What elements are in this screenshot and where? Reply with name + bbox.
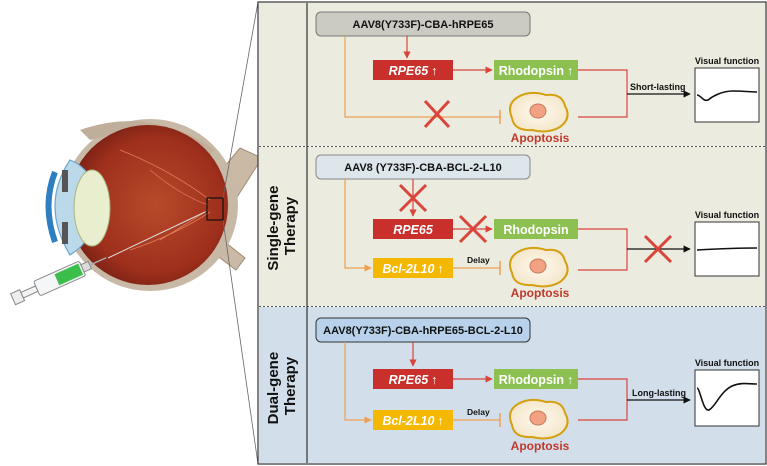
rhodopsin-label-3: Rhodopsin: [499, 373, 564, 387]
cross-mark-1: [423, 99, 451, 129]
rhodopsin-label-1: Rhodopsin: [499, 64, 564, 78]
bcl-box-2: [373, 258, 453, 278]
visual-function-plot-3: [694, 369, 760, 427]
rpe65-box-1: [373, 60, 453, 80]
apoptosis-label-1: Apoptosis: [511, 131, 570, 145]
eye-illustration: [45, 1, 263, 465]
effect-label-3: Long-lasting: [632, 388, 686, 398]
svg-text:Rhodopsin↑: Rhodopsin↑: [499, 64, 574, 78]
svg-text:Rhodopsin↑: Rhodopsin↑: [499, 373, 574, 387]
bcl-box-3: [373, 410, 453, 430]
rpe65-label-1: RPE65: [389, 64, 430, 78]
apoptotic-cell-icon-2: [509, 246, 569, 288]
delay-label-2: Delay: [467, 255, 490, 265]
rpe65-box-2: [373, 219, 453, 239]
section-label-single: Single-gene Therapy: [265, 181, 299, 270]
cross-mark-2b: [458, 214, 488, 244]
vector-label-1: AAV8(Y733F)-CBA-hRPE65: [353, 19, 494, 31]
visual-function-plot-1: [694, 67, 760, 123]
bcl-label-2: Bcl-2L10: [382, 262, 434, 276]
delay-label-3: Delay: [467, 407, 490, 417]
syringe-icon: [9, 257, 107, 306]
effect-label-1: Short-lasting: [630, 82, 686, 92]
panel-dual: AAV8(Y733F)-CBA-hRPE65-BCL-2-L10 RPE65↑ …: [315, 317, 760, 453]
rpe65-box-3: [373, 369, 453, 389]
apoptotic-cell-icon-1: [509, 91, 569, 133]
vector-box-3: [315, 317, 531, 343]
visual-function-title-3: Visual function: [695, 358, 759, 368]
zoom-box: [206, 197, 224, 221]
rhodopsin-label-2: Rhodopsin: [503, 223, 568, 237]
svg-text:Bcl-2L10↑: Bcl-2L10↑: [382, 414, 443, 428]
bcl-label-3: Bcl-2L10: [382, 414, 434, 428]
visual-function-title-2: Visual function: [695, 210, 759, 220]
svg-text:RPE65↑: RPE65↑: [389, 64, 438, 78]
panel-single-rpe65: AAV8(Y733F)-CBA-hRPE65 RPE65↑ Rhodopsin↑…: [315, 11, 760, 145]
visual-function-curve-1: [696, 90, 758, 102]
svg-text:Bcl-2L10↑: Bcl-2L10↑: [382, 262, 443, 276]
apoptotic-cell-icon-3: [509, 398, 569, 440]
section-label-dual: Dual-gene Therapy: [265, 348, 299, 425]
rhodopsin-box-1: [494, 60, 578, 80]
rpe65-label-3: RPE65: [389, 373, 430, 387]
rhodopsin-box-3: [494, 369, 578, 389]
cross-mark-2c: [643, 234, 673, 264]
visual-function-curve-2: [696, 247, 758, 251]
vector-box-2: [315, 154, 531, 180]
visual-function-title-1: Visual function: [695, 56, 759, 66]
apoptosis-label-3: Apoptosis: [511, 439, 570, 453]
vector-box-1: [315, 11, 531, 37]
vector-label-3: AAV8(Y733F)-CBA-hRPE65-BCL-2-L10: [323, 325, 523, 337]
rpe65-label-2: RPE65: [393, 223, 434, 237]
apoptosis-label-2: Apoptosis: [511, 286, 570, 300]
vector-label-2: AAV8 (Y733F)-CBA-BCL-2-L10: [344, 162, 501, 174]
visual-function-curve-3: [696, 382, 758, 411]
cross-mark-2a: [398, 183, 428, 213]
svg-text:RPE65↑: RPE65↑: [389, 373, 438, 387]
panel-single-bcl: AAV8 (Y733F)-CBA-BCL-2-L10 RPE65 Rhodops…: [315, 154, 760, 300]
rhodopsin-box-2: [494, 219, 578, 239]
